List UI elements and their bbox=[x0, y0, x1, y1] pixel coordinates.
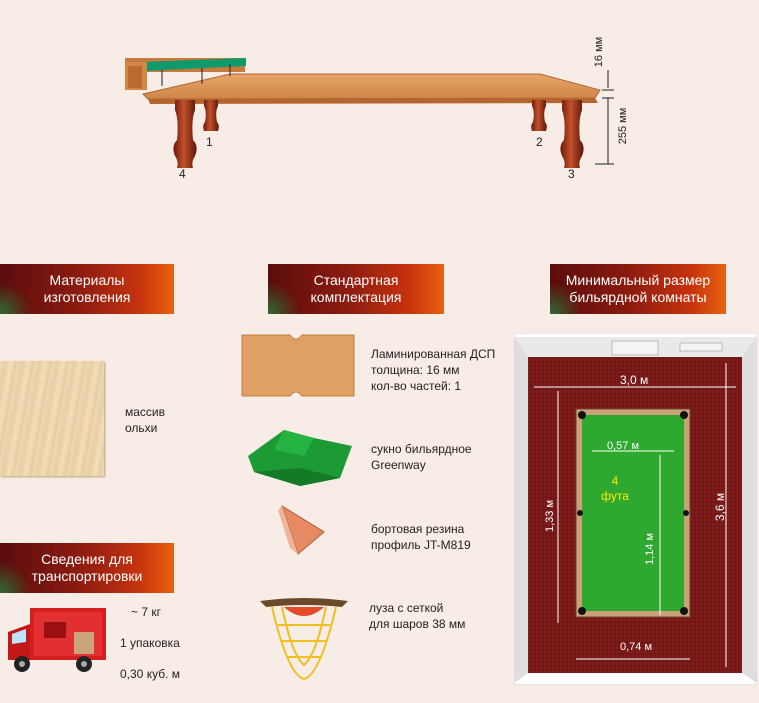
kit-item-4-text: луза с сеткой для шаров 38 мм bbox=[369, 601, 466, 631]
transport-header: Сведения для транспортировки bbox=[0, 543, 174, 593]
kit-item-2-text: сукно бильярдное Greenway bbox=[371, 442, 472, 472]
kit-item-1-text: Ламинированная ДСП толщина: 16 мм кол-во… bbox=[371, 347, 496, 393]
transport-packages: 1 упаковка bbox=[120, 636, 180, 650]
leg-label-1: 1 bbox=[206, 135, 213, 149]
room-length-label: 3,6 м bbox=[713, 492, 727, 522]
room-header: Минимальный размер бильярдной комнаты bbox=[550, 264, 726, 314]
rubber-profile-icon bbox=[278, 504, 325, 555]
inner-width-label: 0,57 м bbox=[607, 440, 640, 452]
standard-kit-header: Стандартная комплектация bbox=[268, 264, 444, 314]
material-label: массив ольхи bbox=[125, 405, 166, 435]
materials-header: Материалы изготовления bbox=[0, 264, 174, 314]
outer-width-label: 0,74 м bbox=[620, 641, 653, 653]
delivery-truck-icon bbox=[8, 608, 106, 672]
cloth-icon bbox=[248, 430, 352, 486]
room-title: Минимальный размер бильярдной комнаты bbox=[565, 272, 711, 305]
pocket-net-icon bbox=[260, 598, 348, 681]
kit-item-3-text: бортовая резина профиль JT-M819 bbox=[371, 522, 471, 552]
alder-wood-swatch bbox=[0, 361, 104, 476]
room-diagram bbox=[514, 333, 757, 685]
table-size-label: 4 фута bbox=[601, 474, 629, 503]
door-icon bbox=[679, 342, 723, 352]
room-width-label: 3,0 м bbox=[620, 373, 649, 387]
transport-title: Сведения для транспортировки bbox=[31, 551, 143, 584]
leg-label-3: 3 bbox=[568, 167, 575, 181]
cue-length-label: 1,33 м bbox=[544, 499, 556, 533]
leg-1 bbox=[203, 100, 219, 131]
leg-2 bbox=[531, 100, 547, 131]
leg-label-4: 4 bbox=[179, 167, 186, 181]
leg-4 bbox=[173, 100, 197, 168]
materials-title: Материалы изготовления bbox=[43, 272, 131, 305]
inner-length-label: 1,14 м bbox=[644, 532, 656, 566]
slate-board-icon bbox=[241, 334, 355, 397]
height-label: 255 мм bbox=[617, 107, 629, 145]
leg-label-2: 2 bbox=[536, 135, 543, 149]
standard-kit-title: Стандартная комплектация bbox=[310, 272, 402, 305]
transport-volume: 0,30 куб. м bbox=[120, 667, 180, 681]
table-top-board bbox=[142, 73, 601, 100]
rail-piece bbox=[125, 58, 246, 90]
table-diagram bbox=[125, 58, 614, 168]
top-thickness-label: 16 мм bbox=[593, 36, 605, 68]
leg-3 bbox=[560, 100, 584, 168]
window-icon bbox=[611, 340, 659, 356]
transport-weight: ~ 7 кг bbox=[131, 605, 161, 619]
